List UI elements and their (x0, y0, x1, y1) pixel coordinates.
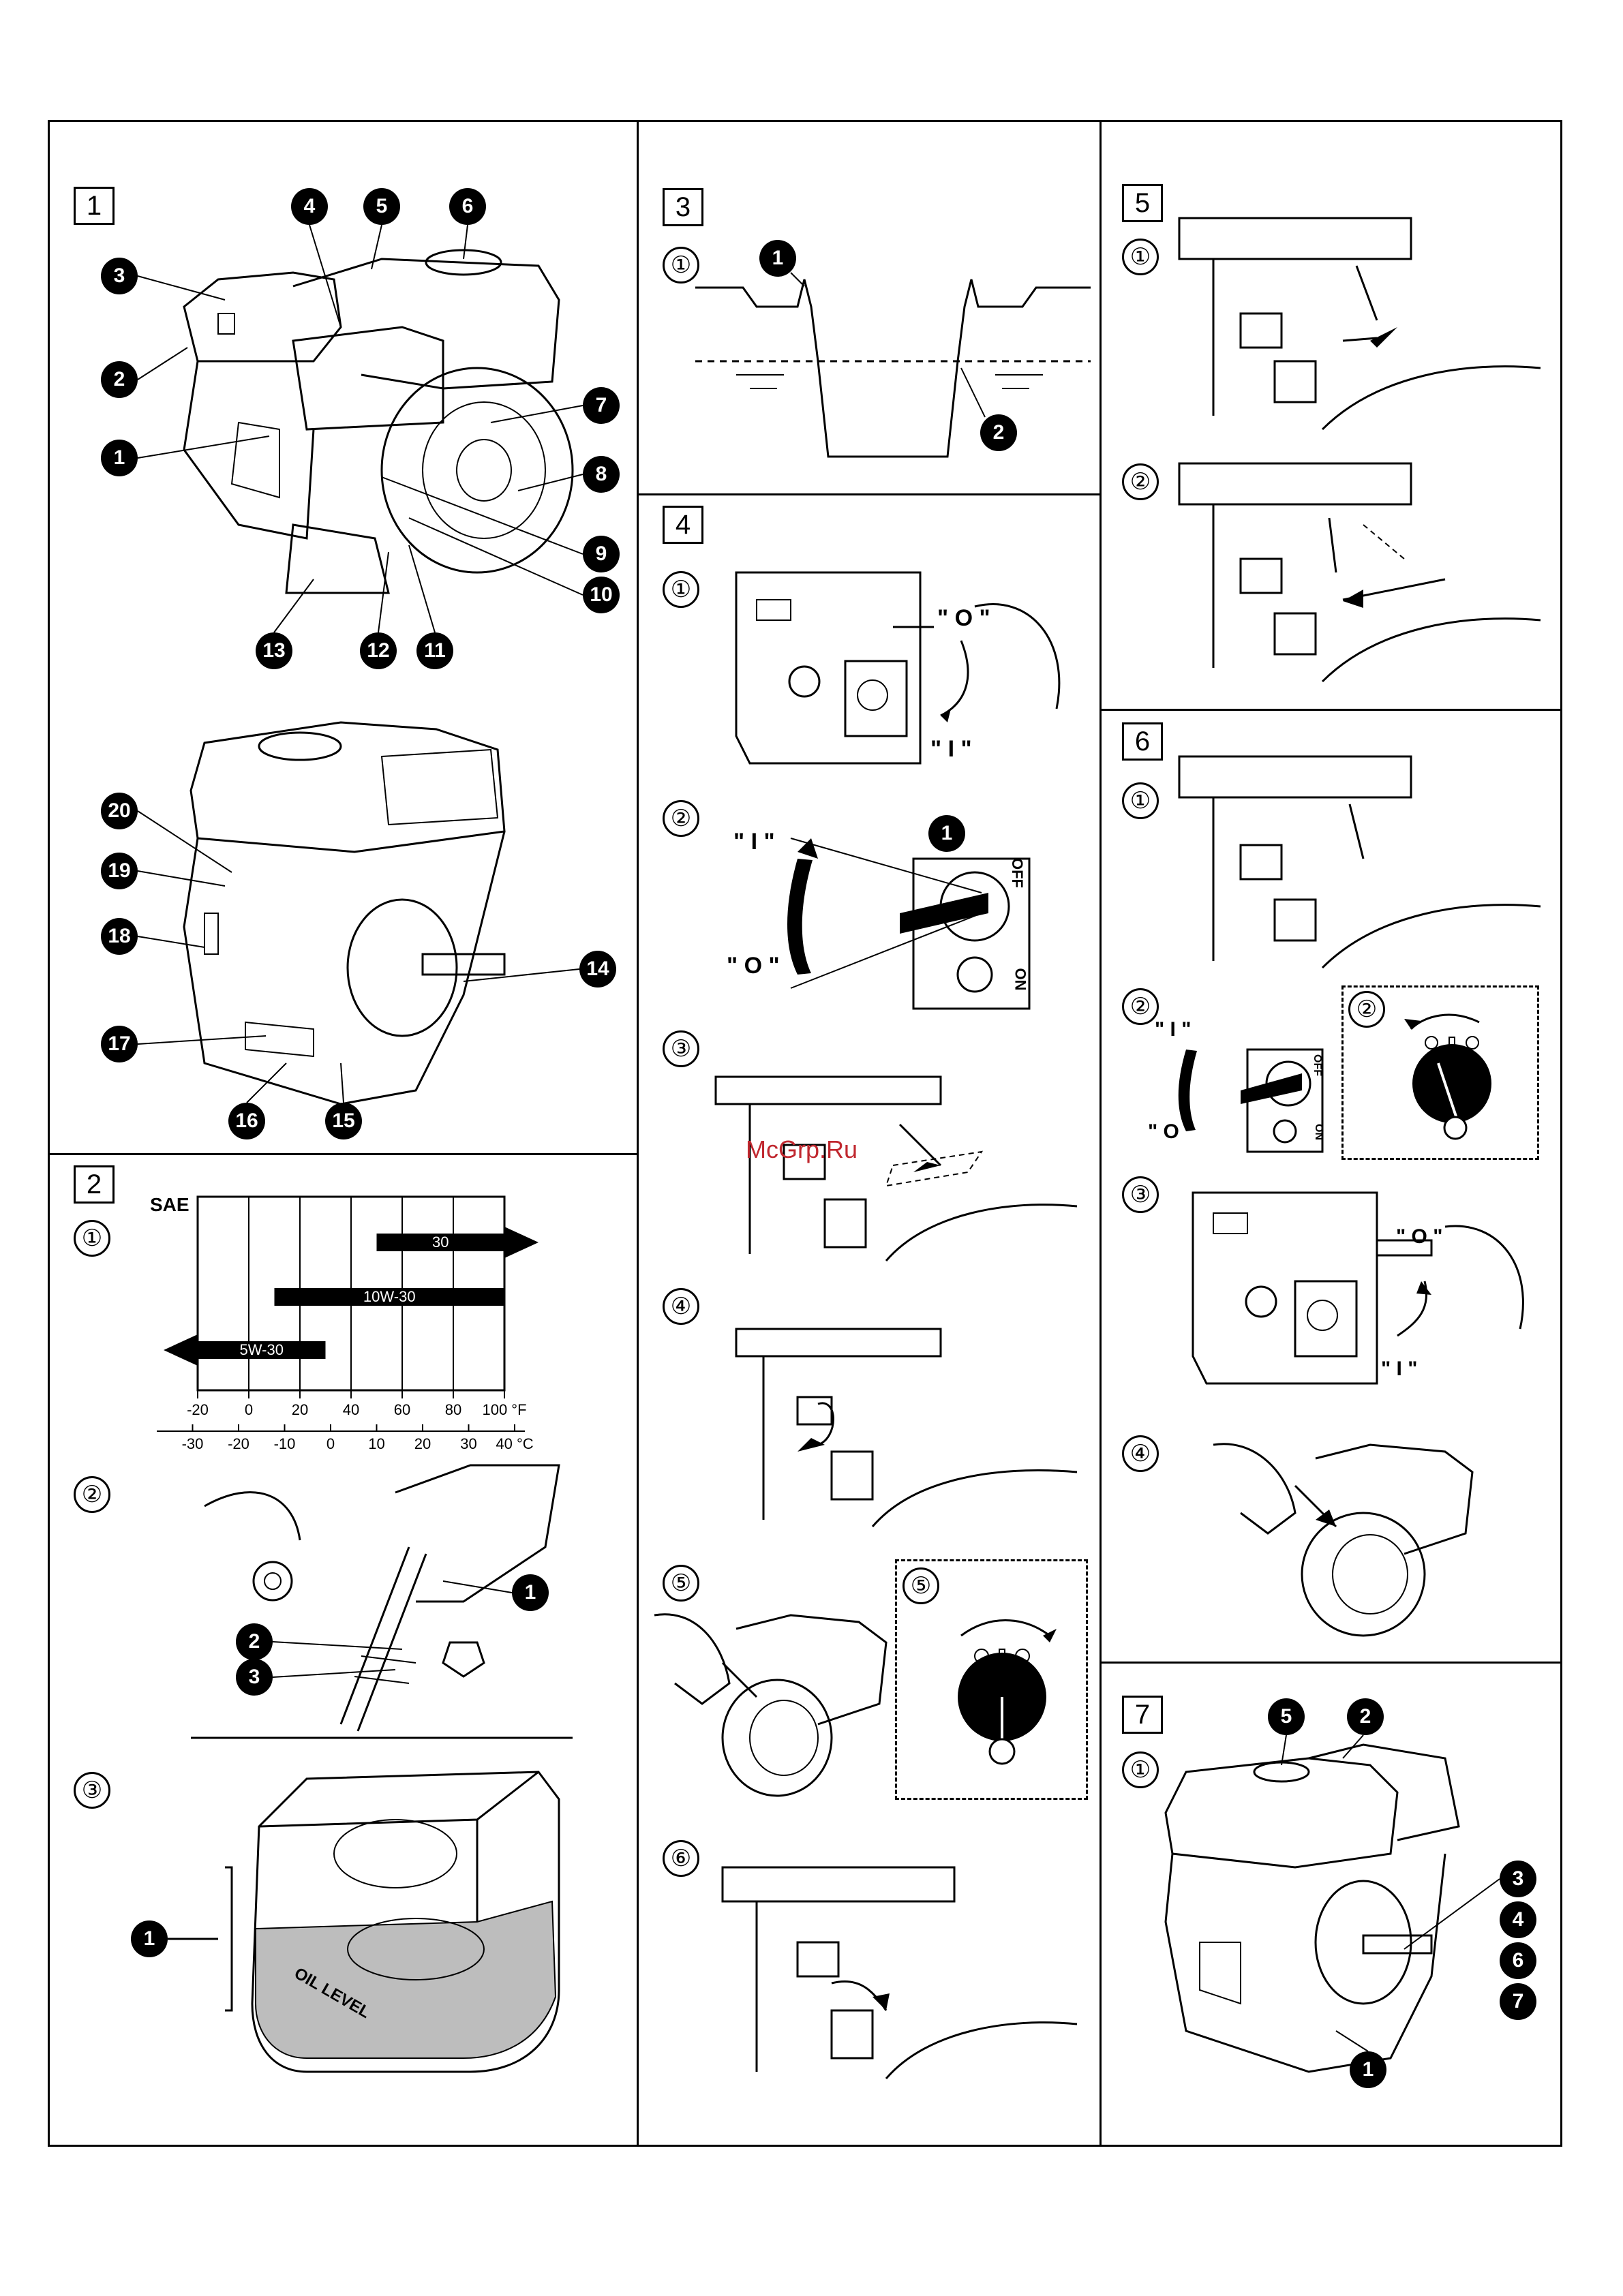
section7-leader-lines (0, 0, 1623, 2147)
